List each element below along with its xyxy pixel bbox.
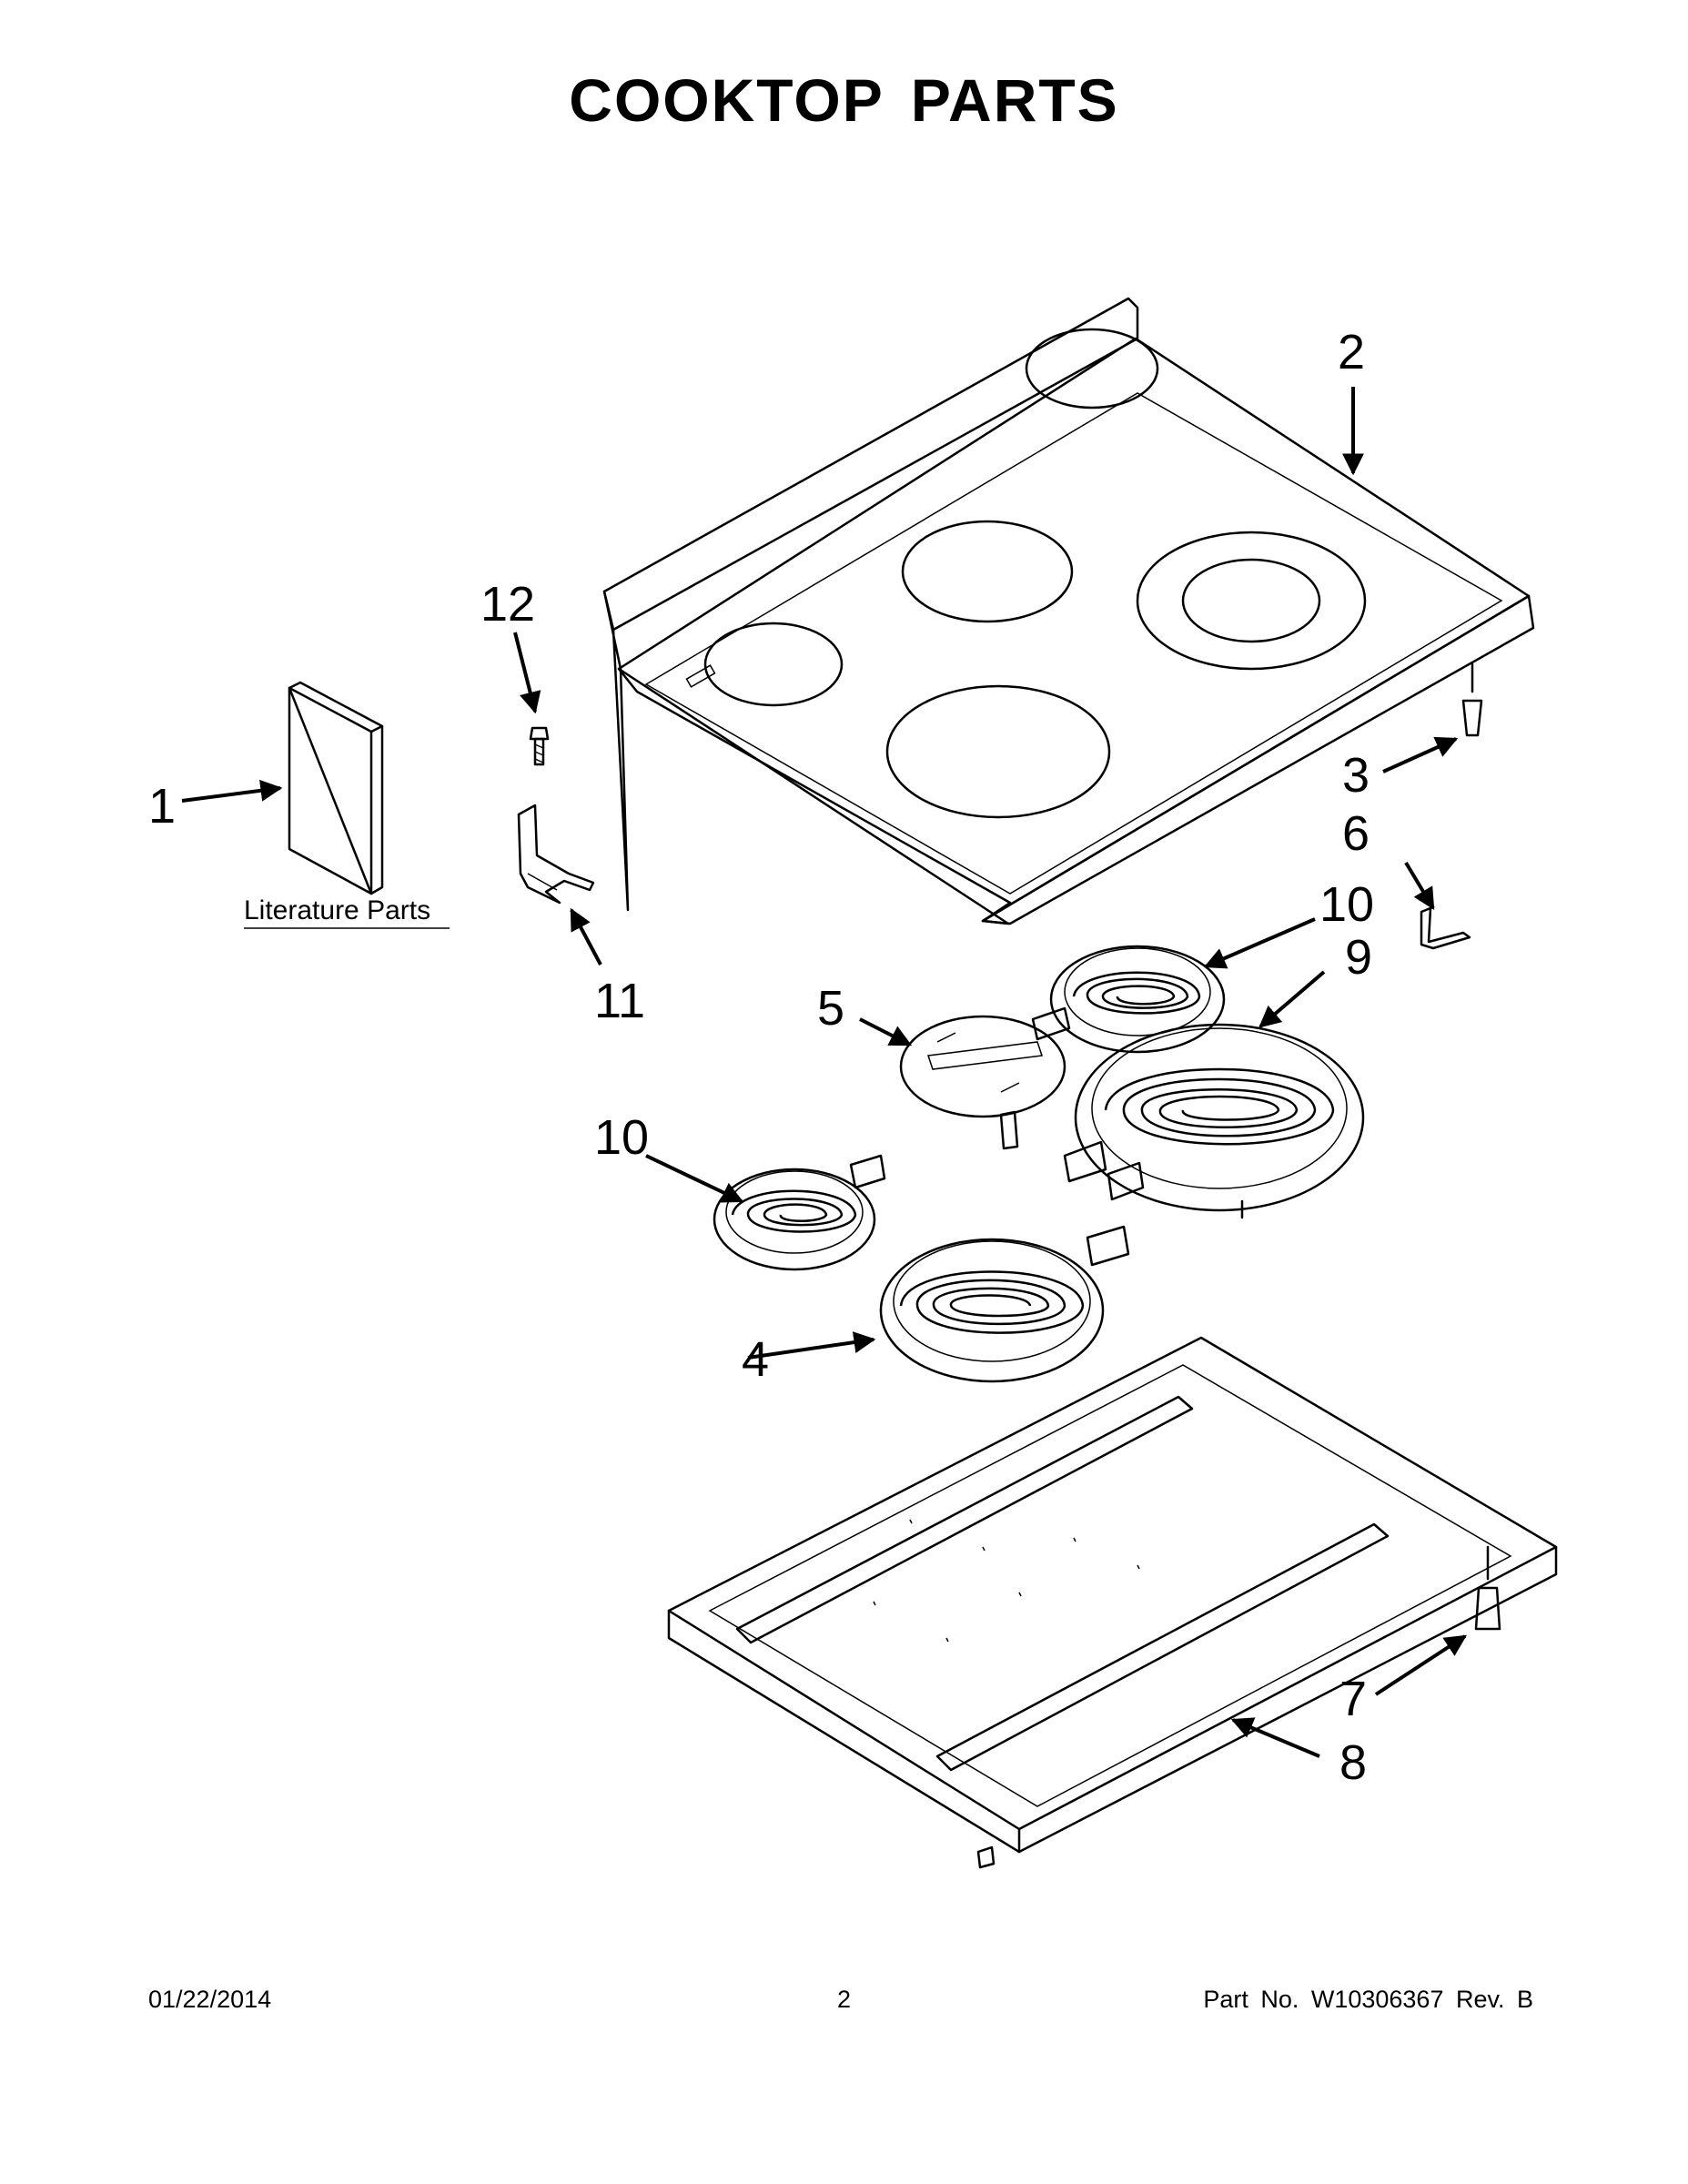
burner-ring-front-left <box>703 622 844 707</box>
callout-9: 9 <box>1345 930 1372 985</box>
screw-tray <box>1474 1545 1501 1631</box>
callout-8: 8 <box>1339 1735 1367 1790</box>
callout-7: 7 <box>1339 1672 1367 1726</box>
literature-parts-label: Literature Parts <box>244 895 430 925</box>
burner-ring-rear-right <box>1025 328 1159 410</box>
leader-arrows <box>181 387 1468 1758</box>
page-title: COOKTOP PARTS <box>569 66 1119 134</box>
burner-ring-front-right <box>885 684 1111 819</box>
burner-ring-rear-left <box>901 520 1074 623</box>
cooktop-glass <box>602 297 1535 925</box>
rivet <box>1461 662 1483 737</box>
burner-ring-dual-inner <box>1181 558 1321 643</box>
literature-booklet <box>288 681 384 895</box>
footer-part-number: Part No. W10306367 Rev. B <box>1203 1986 1533 2013</box>
callout-2: 2 <box>1338 325 1365 379</box>
callout-4: 4 <box>742 1332 769 1387</box>
callout-3: 3 <box>1342 748 1370 803</box>
callout-10-lower: 10 <box>594 1110 649 1165</box>
burner-box-tray <box>667 1336 1558 1869</box>
callout-6: 6 <box>1342 806 1370 861</box>
radiant-element-lower <box>713 1154 886 1271</box>
radiant-element-upper <box>1031 945 1226 1054</box>
callout-numbers: 1 2 3 4 5 6 7 8 9 10 10 11 12 <box>148 325 1374 1790</box>
footer-page-number: 2 <box>836 1986 852 2013</box>
clip <box>1420 906 1471 950</box>
callout-1: 1 <box>148 779 176 834</box>
footer-date: 01/22/2014 <box>148 1986 272 2013</box>
callout-10-upper: 10 <box>1319 877 1374 932</box>
radiant-element-medium <box>879 1225 1130 1383</box>
screw <box>529 726 550 766</box>
bracket <box>517 804 595 905</box>
radiant-element-large <box>1063 1023 1365 1219</box>
burner-ring-dual-outer <box>1136 531 1367 671</box>
callout-11: 11 <box>594 974 645 1028</box>
callout-5: 5 <box>817 981 844 1036</box>
limiter-plate <box>899 1015 1066 1150</box>
callout-12: 12 <box>480 577 535 632</box>
